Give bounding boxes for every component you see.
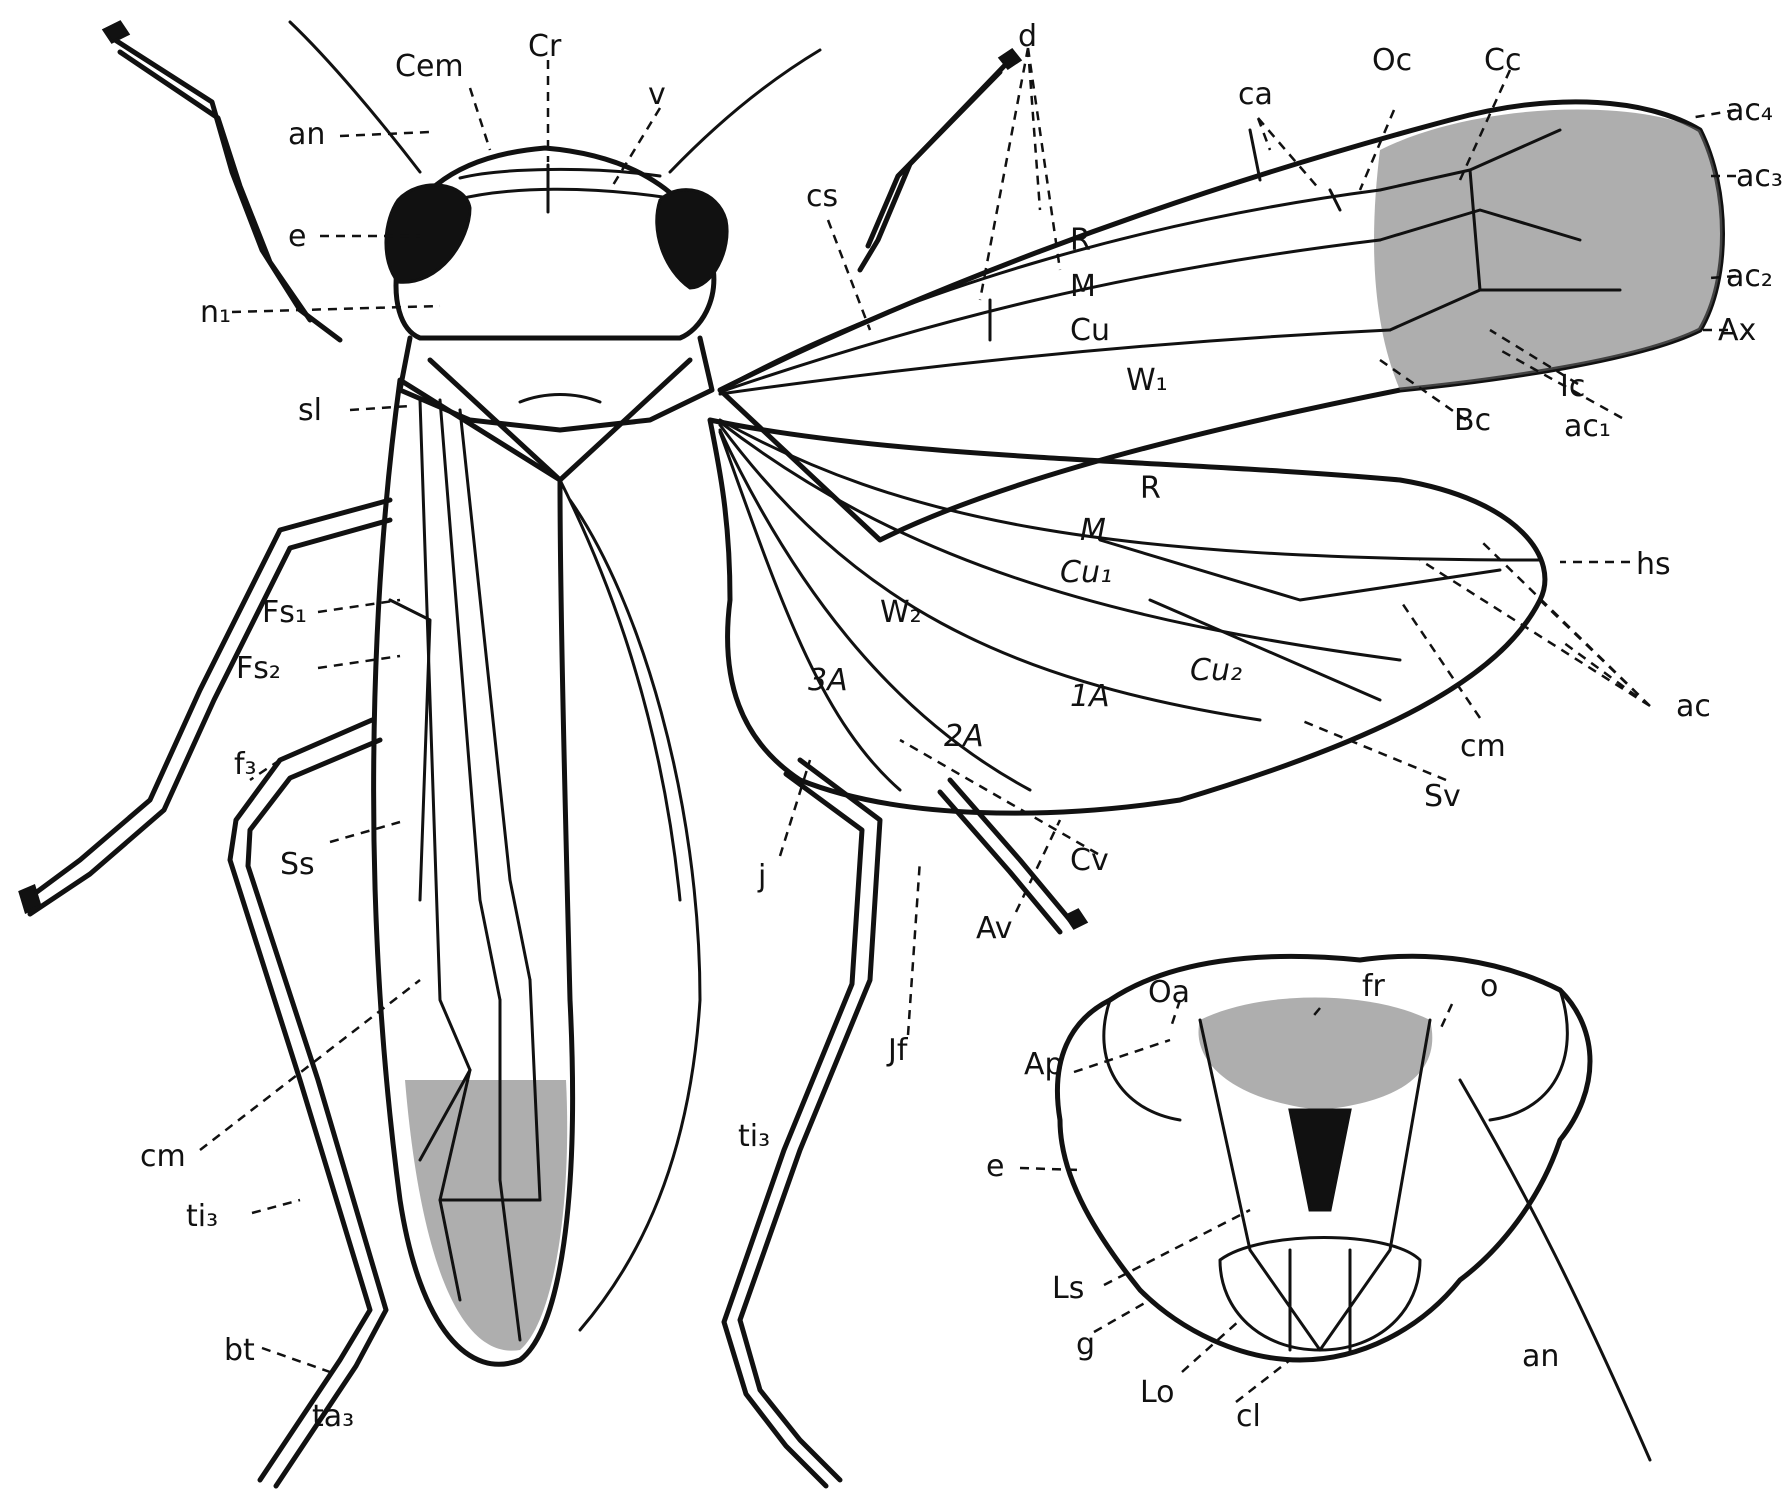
label-w2: W₂ <box>880 595 922 630</box>
label-cu2: Cu₂ <box>1190 653 1242 688</box>
label-cm-left: cm <box>140 1139 186 1174</box>
label-e-face: e <box>986 1149 1004 1184</box>
label-o: o <box>1480 969 1498 1004</box>
label-cu-forewing: Cu <box>1070 313 1110 348</box>
label-ac4: ac₄ <box>1726 93 1773 128</box>
label-an-top: an <box>288 117 325 152</box>
label-ti3-left: ti₃ <box>186 1199 218 1234</box>
label-2a: 2A <box>944 719 984 754</box>
label-e-top: e <box>288 219 306 254</box>
label-ic: Ic <box>1560 369 1585 404</box>
label-ax: Ax <box>1718 313 1756 348</box>
left-midleg <box>20 500 390 914</box>
label-f3: f₃ <box>234 747 257 782</box>
right-antenna <box>670 50 820 172</box>
label-g: g <box>1076 1327 1095 1362</box>
label-jf: Jf <box>886 1033 909 1068</box>
label-w1: W₁ <box>1126 363 1168 398</box>
label-fs2: Fs₂ <box>236 651 281 686</box>
label-cr: Cr <box>528 29 562 64</box>
label-r-forewing: R <box>1070 223 1091 258</box>
label-fr: fr <box>1362 969 1386 1004</box>
label-ac3: ac₃ <box>1736 159 1783 194</box>
left-hindleg <box>230 720 386 1486</box>
label-m-hindwing: M <box>1080 513 1106 548</box>
label-n1: n₁ <box>200 295 231 330</box>
label-fs1: Fs₁ <box>262 595 307 630</box>
right-midleg <box>940 780 1086 932</box>
label-bt: bt <box>224 1333 255 1368</box>
label-1a: 1A <box>1070 679 1110 714</box>
label-ac1: ac₁ <box>1564 409 1611 444</box>
label-m-forewing: M <box>1070 269 1096 304</box>
label-cm-right: cm <box>1460 729 1506 764</box>
label-ap: Ap <box>1024 1047 1064 1082</box>
spread-hindwing <box>710 420 1545 813</box>
label-av: Av <box>976 911 1013 946</box>
label-v: v <box>648 77 666 112</box>
label-cc: Cc <box>1484 43 1521 78</box>
label-ac2: ac₂ <box>1726 259 1773 294</box>
label-sl: sl <box>298 393 322 428</box>
label-oa: Oa <box>1148 975 1190 1010</box>
label-ta3: ta₃ <box>312 1399 354 1434</box>
label-cv: Cv <box>1070 843 1109 878</box>
left-forewing <box>374 380 573 1364</box>
label-cem: Cem <box>395 49 464 84</box>
spread-forewing <box>720 102 1723 540</box>
label-ca: ca <box>1238 77 1273 112</box>
label-ti3-right: ti₃ <box>738 1119 770 1154</box>
label-bc: Bc <box>1454 403 1491 438</box>
label-hs: hs <box>1636 547 1671 582</box>
right-foreleg <box>860 50 1020 270</box>
label-cu1: Cu₁ <box>1060 555 1112 590</box>
label-lo: Lo <box>1140 1375 1175 1410</box>
head <box>386 148 727 338</box>
label-d: d <box>1018 19 1037 54</box>
left-compound-eye <box>386 185 470 282</box>
left-foreleg <box>104 22 340 340</box>
label-ac: ac <box>1676 689 1711 724</box>
label-3a: 3A <box>808 663 848 698</box>
label-j: j <box>757 859 766 894</box>
label-cl: cl <box>1236 1399 1261 1434</box>
right-hindwing-folded <box>560 480 700 1330</box>
label-r-hindwing: R <box>1140 471 1161 506</box>
right-compound-eye <box>657 190 727 288</box>
label-oc: Oc <box>1372 43 1412 78</box>
label-ss: Ss <box>280 847 315 882</box>
label-cs: cs <box>806 179 838 214</box>
label-ls: Ls <box>1052 1271 1084 1306</box>
label-sv: Sv <box>1424 779 1461 814</box>
label-an-face: an <box>1522 1339 1559 1374</box>
